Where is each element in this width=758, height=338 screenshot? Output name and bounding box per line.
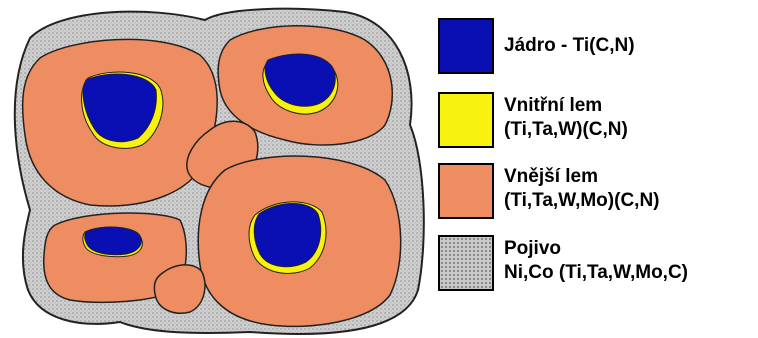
legend-outer-rim-line1: Vnější lem (504, 165, 660, 189)
legend-core-label: Jádro - Ti(C,N) (504, 34, 635, 58)
legend: Jádro - Ti(C,N) Vnitřní lem (Ti,Ta,W)(C,… (438, 0, 758, 338)
orange-swatch (438, 163, 494, 219)
microstructure-diagram (0, 0, 430, 338)
blue-swatch (438, 18, 494, 74)
legend-binder-line2: Ni,Co (Ti,Ta,W,Mo,C) (504, 261, 688, 285)
legend-outer-rim-line2: (Ti,Ta,W,Mo)(C,N) (504, 189, 660, 213)
legend-binder-line1: Pojivo (504, 237, 688, 261)
gray-dotted-swatch (438, 235, 494, 291)
core-bottom-right (254, 204, 320, 267)
core-bottom-left (85, 227, 142, 255)
legend-inner-rim-line1: Vnitřní lem (504, 94, 628, 118)
legend-inner-rim-line2: (Ti,Ta,W)(C,N) (504, 118, 628, 142)
yellow-swatch (438, 92, 494, 148)
